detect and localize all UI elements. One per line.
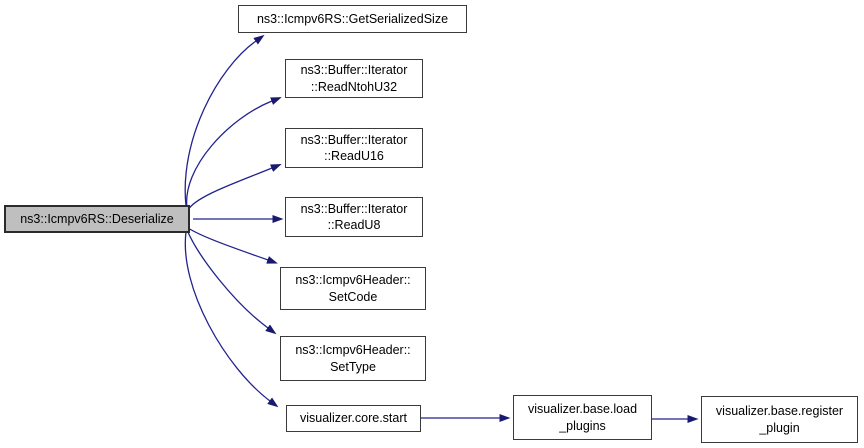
edge-deserialize-to-getserializedsize — [184, 34, 265, 207]
edge-deserialize-to-readu16 — [187, 164, 282, 211]
edge-deserialize-to-settype — [186, 229, 277, 335]
node-set-type[interactable]: ns3::Icmpv6Header:: SetType — [280, 336, 426, 381]
edge-deserialize-to-readntohu32 — [186, 97, 282, 209]
edge-deserialize-to-corestart — [184, 231, 279, 408]
node-read-u16[interactable]: ns3::Buffer::Iterator ::ReadU16 — [285, 128, 423, 168]
node-set-code[interactable]: ns3::Icmpv6Header:: SetCode — [280, 267, 426, 310]
edge-deserialize-to-setcode — [187, 227, 278, 264]
node-load-plugins[interactable]: visualizer.base.load _plugins — [513, 395, 652, 440]
node-read-ntoh-u32[interactable]: ns3::Buffer::Iterator ::ReadNtohU32 — [285, 59, 423, 98]
node-register-plugin[interactable]: visualizer.base.register _plugin — [701, 396, 858, 443]
node-deserialize: ns3::Icmpv6RS::Deserialize — [4, 205, 190, 233]
node-read-u8[interactable]: ns3::Buffer::Iterator ::ReadU8 — [285, 197, 423, 237]
node-core-start[interactable]: visualizer.core.start — [286, 405, 421, 432]
node-get-serialized-size[interactable]: ns3::Icmpv6RS::GetSerializedSize — [238, 5, 467, 33]
